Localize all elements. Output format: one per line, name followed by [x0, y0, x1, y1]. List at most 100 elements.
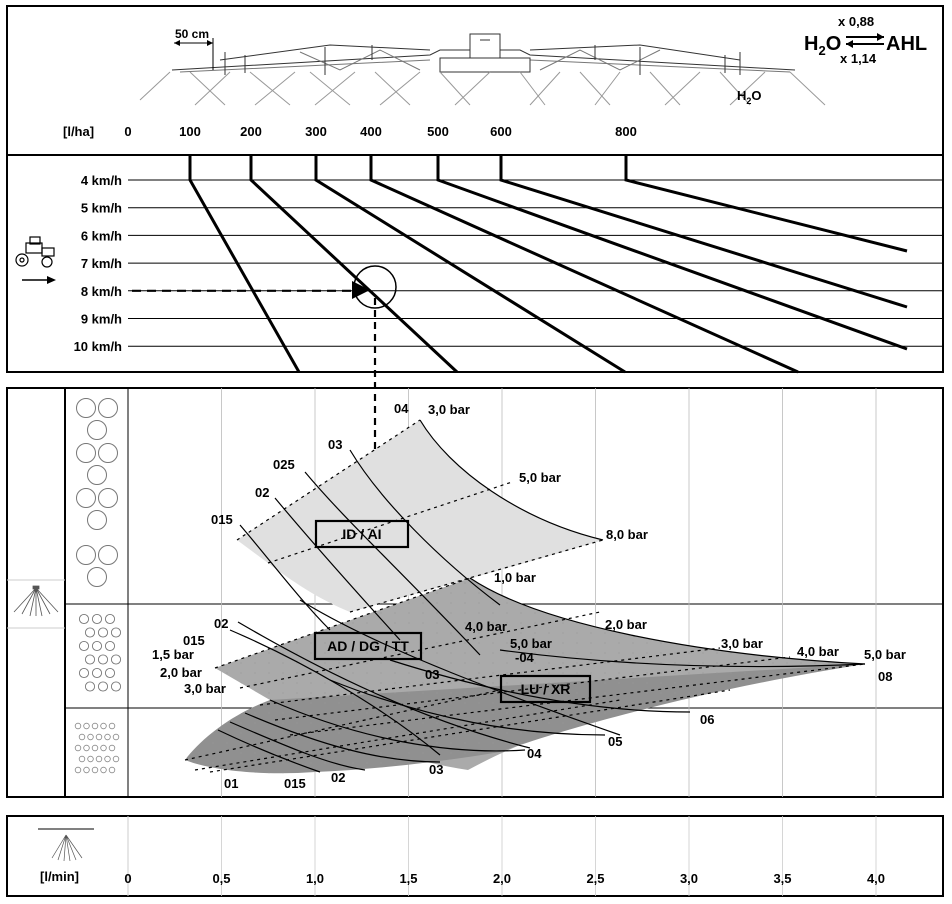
- small-droplet: [91, 722, 99, 730]
- direction-arrow-icon: [22, 276, 56, 284]
- medium-droplet: [84, 627, 96, 638]
- pressure-label: 1,0 bar: [494, 570, 536, 585]
- sprayer-boom-illustration: [139, 33, 826, 106]
- top-panel: [6, 5, 944, 373]
- isobar-ad-4bar: [274, 656, 791, 721]
- id-ai-curve-04: [419, 419, 604, 541]
- small-droplet: [91, 744, 99, 752]
- rate-line-500: [436, 155, 908, 351]
- lu-curve-06: [499, 649, 866, 668]
- lu-curve-03: [269, 699, 526, 752]
- medium-droplet: [84, 681, 96, 692]
- region-id-ai: [237, 420, 603, 612]
- small-droplet: [83, 722, 90, 730]
- large-droplet: [87, 567, 107, 587]
- ad-curve-03: [299, 599, 621, 736]
- factor-to-ahl: x 0,88: [838, 14, 874, 29]
- lu-curve-05: [389, 659, 691, 713]
- nozzle-label-015: 015: [211, 512, 233, 527]
- rate-tick-label: 0: [124, 124, 131, 139]
- nozzle-label-04: 04: [527, 746, 542, 761]
- rate-line-600: [499, 155, 908, 309]
- medium-droplet: [91, 613, 103, 625]
- family-box-lu-xr: [499, 674, 592, 704]
- speed-gridlines: 4 km/h5 km/h6 km/h7 km/h8 km/h9 km/h10 k…: [74, 173, 943, 354]
- large-droplet: [98, 398, 118, 418]
- nozzle-label-015: 015: [284, 776, 306, 791]
- ad-curve-04: [469, 577, 866, 665]
- large-droplet: [87, 420, 107, 440]
- small-droplet: [112, 733, 120, 741]
- ad-curve-015: [229, 629, 441, 756]
- droplet-size-icons: [74, 398, 122, 774]
- isobar-id-ai-5bar: [267, 481, 513, 564]
- flow-axis-panel: [6, 815, 944, 897]
- rate-tick-label: 300: [305, 124, 327, 139]
- large-droplet: [76, 488, 96, 508]
- isobar-ad-3bar: [259, 647, 721, 706]
- small-droplet: [91, 766, 99, 774]
- nozzle-family-regions: [185, 420, 865, 774]
- id-ai-curve-025: [304, 471, 481, 656]
- scale-bar-50cm: 50 cm: [174, 27, 214, 70]
- nozzle-label-03: 03: [425, 667, 439, 682]
- speed-label: 8 km/h: [81, 284, 122, 299]
- speed-label: 10 km/h: [74, 339, 122, 354]
- large-droplet: [76, 545, 96, 565]
- nozzle-spray-icon-small: [38, 828, 94, 862]
- small-droplet: [74, 766, 82, 774]
- large-droplet: [87, 465, 107, 485]
- flow-tick-label: 1,0: [306, 871, 324, 886]
- speed-reading-arrowhead: [352, 281, 370, 299]
- medium-droplet: [104, 640, 116, 652]
- isobar-lu-2bar: [194, 699, 621, 771]
- flow-tick-label: 0: [124, 871, 131, 886]
- small-droplet: [112, 755, 120, 763]
- nozzle-label-03: 03: [429, 762, 443, 777]
- pressure-label: 5,0 bar: [519, 470, 561, 485]
- small-droplet: [95, 755, 103, 763]
- nozzle-label-03: 03: [328, 437, 342, 452]
- medium-droplet: [110, 627, 122, 638]
- small-droplet: [100, 744, 107, 752]
- large-droplet: [76, 398, 96, 418]
- family-box-ad-dg-tt-label: AD / DG / TT: [327, 638, 409, 654]
- h2o-label: H2O: [804, 33, 841, 58]
- application-rate-lines: [188, 155, 908, 374]
- small-droplet: [108, 722, 116, 730]
- large-droplet: [87, 510, 107, 530]
- speed-label: 9 km/h: [81, 312, 122, 327]
- flow-tick-label: 2,0: [493, 871, 511, 886]
- medium-droplet: [78, 613, 90, 625]
- large-droplet: [98, 488, 118, 508]
- small-droplet: [108, 744, 116, 752]
- factor-to-h2o: x 1,14: [840, 51, 877, 66]
- speed-label: 4 km/h: [81, 173, 122, 188]
- medium-droplet: [97, 681, 109, 692]
- flow-tick-label: 3,0: [680, 871, 698, 886]
- small-droplet: [74, 744, 82, 752]
- flow-tick-label: 2,5: [586, 871, 604, 886]
- isobar-id-ai-3bar: [236, 419, 421, 541]
- medium-droplet: [91, 667, 103, 679]
- rate-line-100: [188, 155, 301, 373]
- nozzle-label-02: 02: [255, 485, 269, 500]
- rate-tick-label: 100: [179, 124, 201, 139]
- rate-line-800: [624, 155, 908, 253]
- medium-droplet: [84, 654, 96, 665]
- lu-curve-02: [244, 712, 441, 763]
- medium-droplet: [91, 640, 103, 652]
- family-box-id-ai: [314, 519, 410, 549]
- small-droplet: [87, 733, 94, 741]
- family-box-id-ai-label: ID / AI: [342, 526, 381, 542]
- flow-tick-label: 0,5: [212, 871, 230, 886]
- medium-droplet: [97, 654, 109, 665]
- pressure-label: 3,0 bar: [721, 636, 763, 651]
- medium-droplet: [110, 654, 122, 665]
- flow-unit-label: [l/min]: [40, 869, 79, 884]
- lu-curve-04: [329, 679, 606, 736]
- family-box-ad-dg-tt: [313, 631, 423, 661]
- h2o-ahl-conversion: x 0,88 H2O AHL x 1,14: [804, 14, 927, 66]
- nozzle-label-06: 06: [700, 712, 714, 727]
